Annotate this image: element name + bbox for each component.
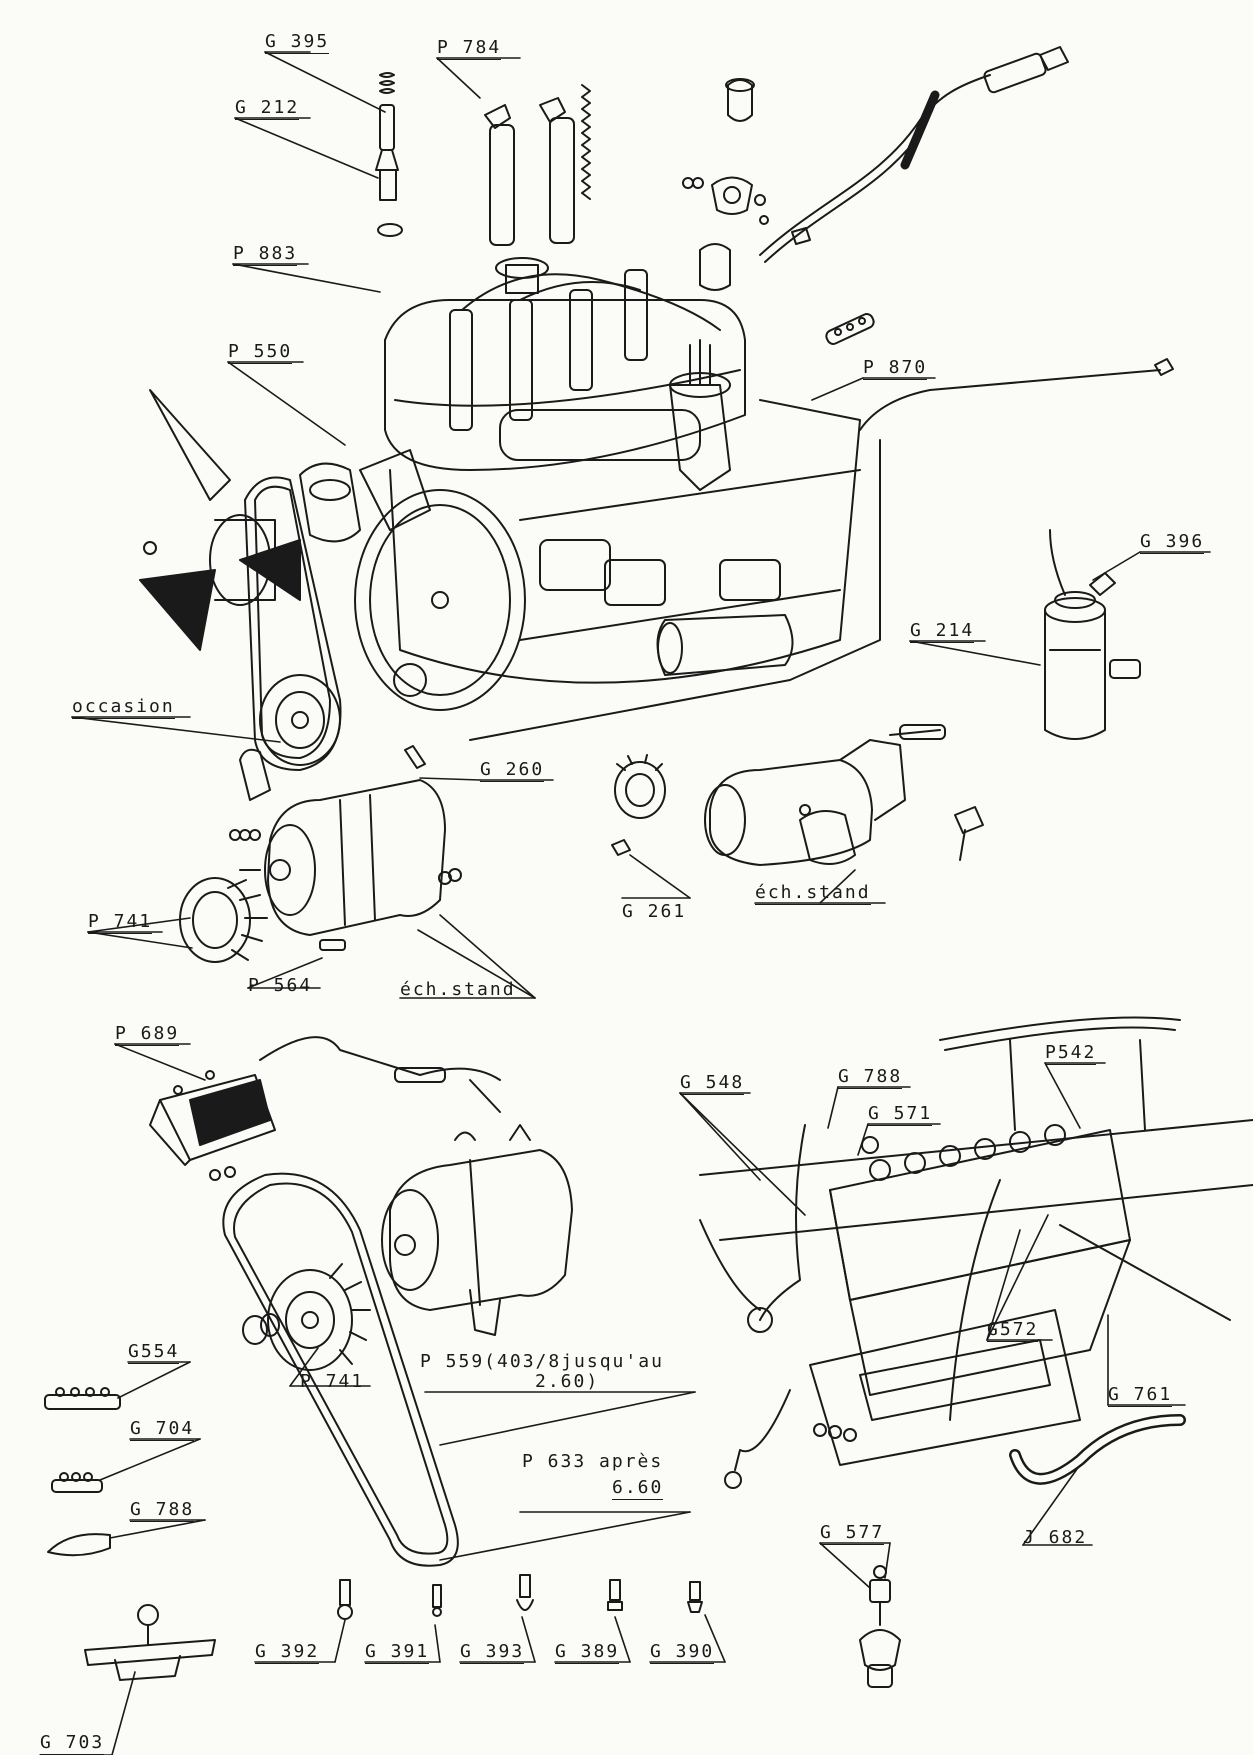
label-g704: G 704 [130,1418,195,1441]
label-p784: P 784 [437,37,502,60]
label-p559-line1: P 559(403/8jusqu'au [420,1351,664,1372]
label-p564: P 564 [248,975,313,996]
engine-drawing [299,257,1174,741]
plug-leads-drawing [484,84,591,246]
label-g554: G554 [128,1341,180,1364]
label-g212: G 212 [235,97,300,120]
label-p559-line2: 2.60) [535,1371,600,1392]
label-g788-top: G 788 [838,1066,903,1089]
label-g261: G 261 [622,901,687,922]
label-g393: G 393 [460,1641,525,1664]
starter-motor-drawing [611,724,984,866]
label-p741-bottom: P 741 [300,1371,365,1392]
label-p689: P 689 [115,1023,180,1046]
label-g260: G 260 [480,759,545,782]
small-parts-drawing [44,1387,703,1681]
label-g214: G 214 [910,620,975,643]
label-g392: G 392 [255,1641,320,1664]
label-g577: G 577 [820,1522,885,1545]
label-g571: G 571 [868,1103,933,1126]
spark-plug-drawing [375,72,403,237]
fan-belt-drawing [139,389,342,771]
label-occasion: occasion [72,696,175,719]
label-p883: P 883 [233,243,298,266]
label-g788-bottom: G 788 [130,1499,195,1522]
dynamo-belt-drawing [222,1124,573,1567]
label-g390: G 390 [650,1641,715,1664]
label-g703: G 703 [40,1732,105,1755]
regulator-drawing [149,1036,501,1181]
dynamo-drawing [179,745,462,963]
label-p542: P542 [1045,1042,1097,1065]
label-ech-stand-starter: éch.stand [755,882,871,905]
label-p550: P 550 [228,341,293,364]
label-g389: G 389 [555,1641,620,1664]
label-g396: G 396 [1140,531,1205,554]
label-g548: G 548 [680,1072,745,1095]
label-p870: P 870 [863,357,928,380]
label-g761: G 761 [1108,1384,1173,1407]
leader-lines [39,51,1211,1755]
ignition-coil-drawing [1044,529,1141,740]
label-p741-top: P 741 [88,911,153,934]
label-p633-line1: P 633 après [522,1451,664,1472]
label-ech-stand-dynamo: éch.stand [400,979,516,1000]
label-g391: G 391 [365,1641,430,1664]
speedometer-cable-drawing [759,46,1069,263]
label-g572: G572 [987,1319,1039,1342]
distributor-parts-drawing [682,78,875,345]
label-p633-line2: 6.60 [612,1477,664,1500]
label-j682: J 682 [1023,1527,1088,1548]
label-g395: G 395 [265,31,330,54]
battery-drawing [699,1016,1253,1688]
